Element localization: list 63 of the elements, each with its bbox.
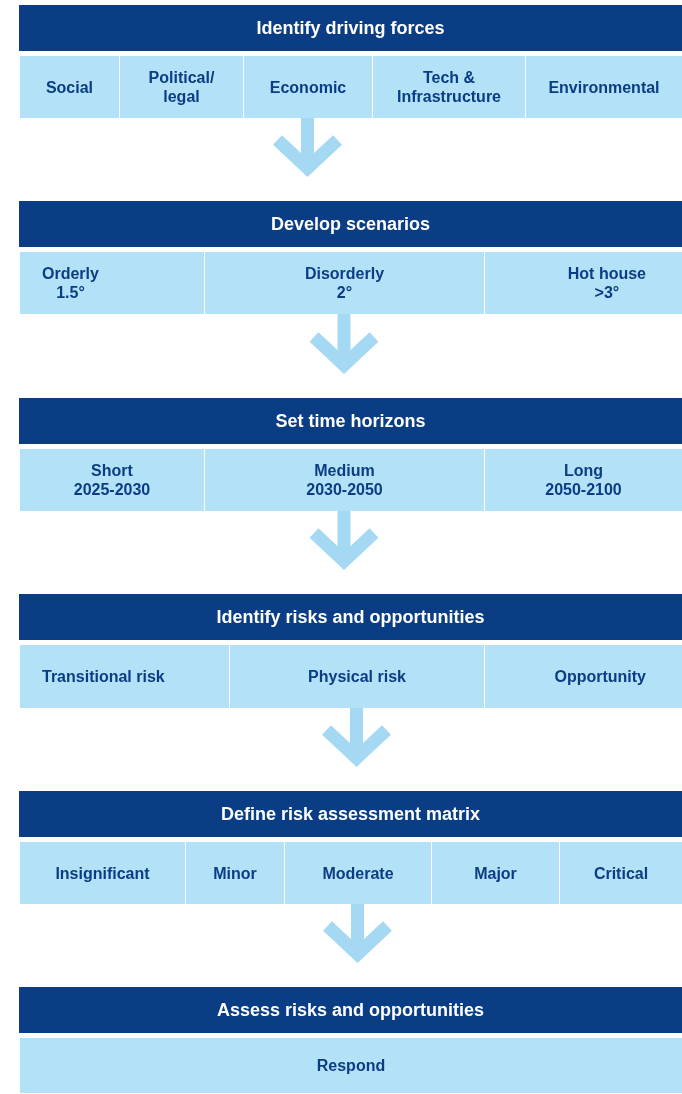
category-cell bbox=[525, 56, 682, 118]
category-cell bbox=[19, 252, 204, 314]
category-cell bbox=[204, 449, 484, 511]
stage-title: Develop scenarios bbox=[270, 212, 431, 236]
stage-header bbox=[19, 201, 682, 247]
cell-text: Hot house bbox=[567, 264, 646, 283]
category-cell bbox=[484, 449, 682, 511]
cell-text: 2030-2050 bbox=[306, 480, 383, 499]
cell-text: Moderate bbox=[322, 863, 394, 883]
down-arrow bbox=[307, 511, 381, 568]
cell-text: Environmental bbox=[548, 77, 660, 97]
stage-title: Set time horizons bbox=[275, 409, 426, 433]
cell-text: Minor bbox=[213, 863, 257, 883]
category-cell bbox=[484, 252, 682, 314]
category-cell bbox=[19, 56, 119, 118]
stage-header bbox=[19, 791, 682, 837]
category-cell bbox=[372, 56, 525, 118]
category-cell bbox=[19, 449, 204, 511]
cell-text: Short bbox=[91, 461, 133, 480]
category-cell bbox=[243, 56, 372, 118]
cell-text: Tech & Infrastructure bbox=[396, 68, 502, 106]
category-cell bbox=[204, 252, 484, 314]
cell-text: Political/ legal bbox=[147, 68, 216, 106]
cell-text: Physical risk bbox=[308, 667, 406, 686]
category-cell bbox=[484, 645, 682, 708]
cell-text: 2050-2100 bbox=[545, 480, 622, 499]
down-arrow bbox=[307, 314, 381, 372]
cell-text: Respond bbox=[316, 1056, 386, 1075]
category-cell bbox=[431, 842, 559, 904]
stage-header bbox=[19, 5, 682, 51]
cell-text: Long bbox=[563, 461, 604, 480]
cell-text: Social bbox=[45, 77, 94, 97]
stage-header bbox=[19, 594, 682, 640]
cell-text: Disorderly bbox=[304, 264, 385, 283]
cell-text: Major bbox=[474, 863, 517, 883]
stage-title: Define risk assessment matrix bbox=[220, 802, 481, 826]
category-cell bbox=[559, 842, 682, 904]
cell-text: Medium bbox=[314, 461, 375, 480]
stage-title: Identify driving forces bbox=[256, 16, 445, 40]
stage-header bbox=[19, 987, 682, 1033]
cell-text: Insignificant bbox=[55, 863, 150, 883]
stage-header bbox=[19, 398, 682, 444]
category-cell bbox=[229, 645, 484, 708]
stage-title: Assess risks and opportunities bbox=[216, 998, 485, 1022]
cell-text: >3° bbox=[594, 283, 620, 302]
cell-text: 2025-2030 bbox=[73, 480, 151, 499]
down-arrow bbox=[271, 118, 344, 175]
category-cell bbox=[284, 842, 431, 904]
stage-title: Identify risks and opportunities bbox=[216, 605, 485, 629]
category-cell bbox=[119, 56, 243, 118]
cell-text: Orderly bbox=[42, 264, 99, 283]
category-cell bbox=[19, 1038, 682, 1093]
category-cell bbox=[19, 842, 185, 904]
down-arrow bbox=[320, 708, 393, 765]
cell-text: 2° bbox=[336, 283, 353, 302]
cell-text: Transitional risk bbox=[42, 667, 165, 686]
cell-text: 1.5° bbox=[56, 283, 85, 302]
category-cell bbox=[19, 645, 229, 708]
cell-text: Economic bbox=[269, 77, 347, 97]
category-cell bbox=[185, 842, 284, 904]
down-arrow bbox=[321, 904, 394, 961]
cell-text: Opportunity bbox=[554, 667, 646, 686]
cell-text: Critical bbox=[593, 863, 649, 883]
